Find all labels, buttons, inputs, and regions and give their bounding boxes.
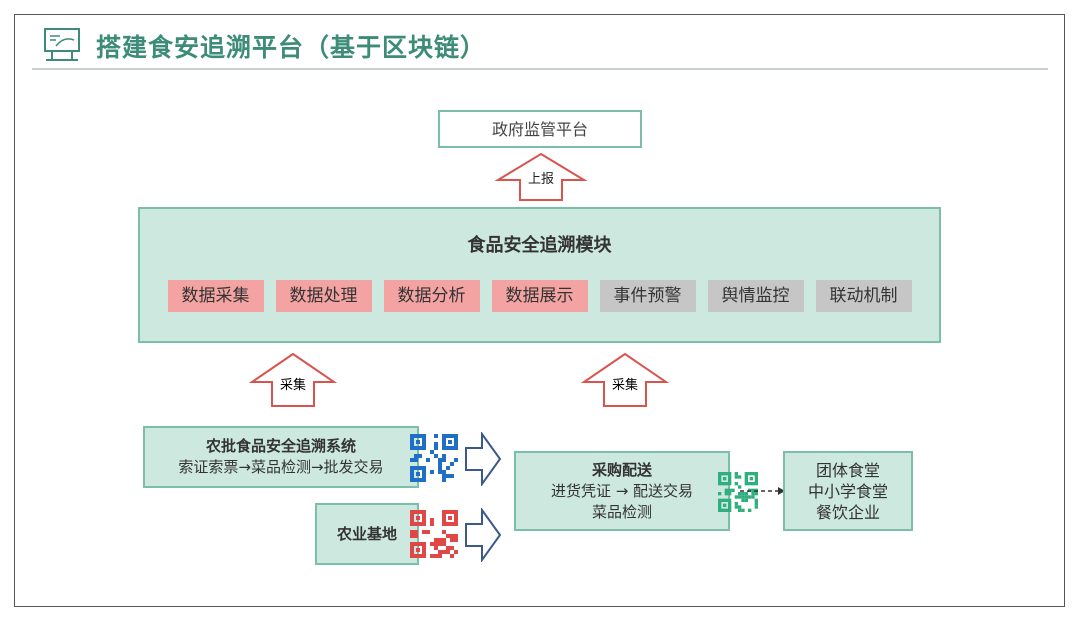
collect-up-arrow-right (580, 352, 670, 407)
wholesale-desc: 索证索票→菜品检测→批发交易 (178, 458, 384, 476)
qr-code-icon-blue (410, 434, 458, 482)
traceability-module: 食品安全追溯模块 数据采集数据处理数据分析数据展示事件预警舆情监控联动机制 (138, 207, 941, 343)
billboard-icon (44, 28, 80, 61)
dashed-arrow (740, 487, 785, 495)
report-label: 上报 (527, 172, 554, 187)
qr-code-icon-red (410, 510, 458, 558)
collect-up-arrow-left (248, 352, 338, 407)
consumer-restaurant: 餐饮企业 (815, 502, 880, 522)
module-tag: 数据采集 (167, 280, 264, 312)
collect-label-left: 采集 (279, 378, 306, 393)
consumer-school-canteen: 中小学食堂 (807, 481, 888, 501)
module-tag: 事件预警 (599, 280, 696, 312)
procurement-box: 采购配送 进货凭证 → 配送交易 菜品检测 (514, 451, 730, 531)
collect-label-right: 采集 (611, 378, 638, 393)
module-tag: 联动机制 (815, 280, 912, 312)
right-arrow-1 (465, 432, 502, 486)
title-divider (32, 68, 1048, 70)
procure-line2: 菜品检测 (591, 502, 652, 521)
module-tag: 数据处理 (275, 280, 372, 312)
module-title: 食品安全追溯模块 (467, 235, 612, 256)
gov-platform-box: 政府监管平台 (438, 110, 642, 148)
module-tag: 舆情监控 (707, 280, 804, 312)
wholesale-title: 农批食品安全追溯系统 (205, 437, 356, 455)
page-title: 搭建食安追溯平台（基于区块链） (96, 33, 487, 62)
consumers-box: 团体食堂 中小学食堂 餐饮企业 (783, 451, 913, 531)
procure-title: 采购配送 (591, 460, 652, 479)
consumer-group-canteen: 团体食堂 (815, 460, 880, 480)
wholesale-system-box: 农批食品安全追溯系统 索证索票→菜品检测→批发交易 (143, 426, 419, 488)
module-tag: 数据展示 (491, 280, 588, 312)
module-tag: 数据分析 (383, 280, 480, 312)
right-arrow-2 (465, 508, 502, 562)
farm-base-box: 农业基地 (315, 503, 419, 565)
slide-frame (14, 14, 1065, 607)
procure-line1: 进货凭证 → 配送交易 (550, 481, 694, 500)
report-up-arrow (494, 152, 588, 201)
